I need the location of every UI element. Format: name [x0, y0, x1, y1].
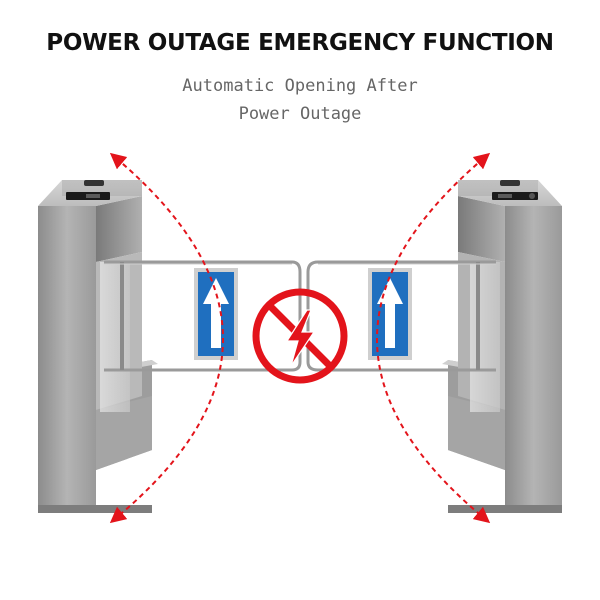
page-title: POWER OUTAGE EMERGENCY FUNCTION	[46, 30, 554, 56]
right-swing-arc	[376, 152, 491, 524]
left-cabinet	[38, 180, 158, 513]
no-power-icon	[252, 288, 348, 384]
lightning-bolt-icon	[285, 309, 316, 367]
subtitle: Automatic Opening After Power Outage	[0, 72, 600, 128]
subtitle-line-1: Automatic Opening After	[182, 76, 418, 96]
left-direction-sign	[194, 268, 238, 360]
left-swing-arc	[109, 152, 224, 524]
up-arrow-icon	[203, 278, 229, 348]
swing-arcs	[109, 152, 491, 524]
subtitle-line-2: Power Outage	[238, 104, 362, 124]
right-direction-sign	[368, 268, 412, 360]
right-cabinet	[442, 180, 562, 513]
